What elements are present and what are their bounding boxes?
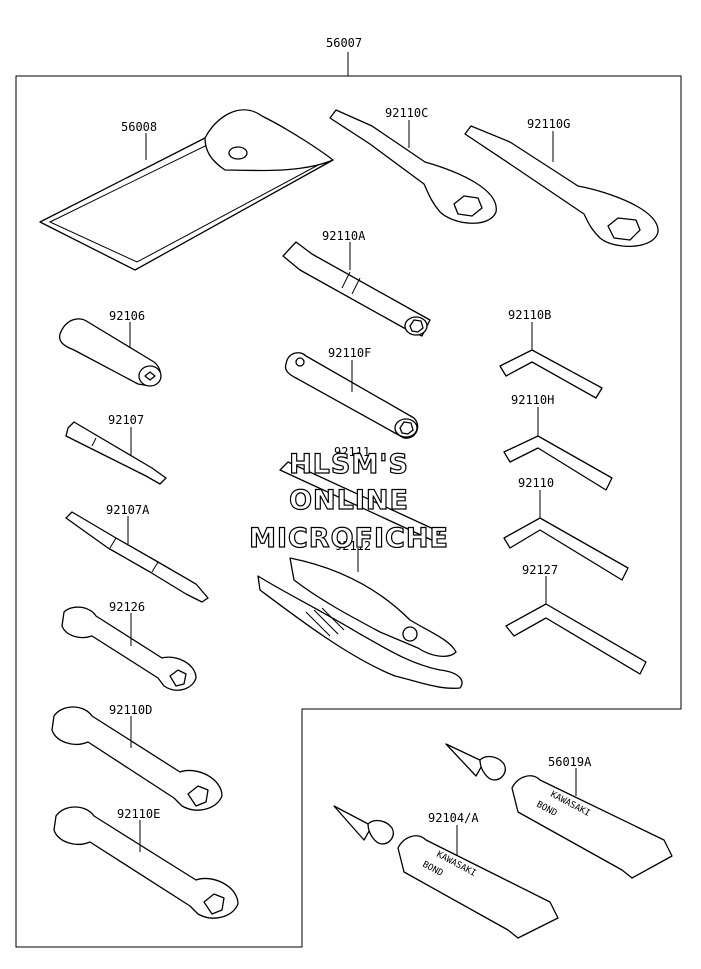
label-92107: 92107 (108, 413, 144, 427)
pliers-drawing (257, 557, 463, 689)
label-92104A: 92104/A (428, 811, 479, 825)
label-92110D: 92110D (109, 703, 152, 717)
watermark-line-3: MICROFICHE (249, 523, 449, 554)
box-wrench-g-drawing (464, 125, 659, 248)
label-92127: 92127 (522, 563, 558, 577)
handle-drawing (58, 318, 162, 387)
box-wrench-c-drawing (329, 109, 497, 224)
socket-a-drawing (282, 241, 431, 337)
label-92111: 92111 (334, 445, 370, 459)
label-92126: 92126 (109, 600, 145, 614)
label-56019A: 56019A (548, 755, 592, 769)
label-92110B: 92110B (508, 308, 551, 322)
assembly-frame (15, 75, 682, 948)
watermark-line-1: HLSM'S (289, 449, 409, 480)
label-92106: 92106 (109, 309, 145, 323)
assembly-number-label: 56007 (326, 36, 362, 50)
spanner-small-drawing (61, 606, 197, 691)
label-92110A: 92110A (322, 229, 366, 243)
label-92110C: 92110C (385, 106, 428, 120)
hex-key-large-drawing (505, 603, 647, 675)
label-92112: 92112 (335, 539, 371, 553)
tool-pouch-drawing (39, 109, 334, 271)
bond-tube-a-drawing: KAWASAKI BOND (445, 743, 673, 879)
label-92110H: 92110H (511, 393, 554, 407)
spanner-e-drawing (53, 806, 239, 919)
label-92110E: 92110E (117, 807, 160, 821)
label-92110: 92110 (518, 476, 554, 490)
socket-f-drawing (284, 352, 419, 439)
label-92110F: 92110F (328, 346, 371, 360)
hex-key-b-drawing (499, 349, 603, 399)
label-56008: 56008 (121, 120, 157, 134)
label-92110G: 92110G (527, 117, 570, 131)
spanner-d-drawing (51, 706, 223, 811)
handle-bar-drawing (279, 461, 441, 543)
screwdriver-drawing (65, 511, 209, 603)
screwdriver-bit-drawing (65, 421, 167, 485)
bond-tube-b-drawing: KAWASAKI BOND (333, 805, 559, 939)
watermark-line-2: ONLINE (289, 485, 409, 516)
label-92107A: 92107A (106, 503, 150, 517)
